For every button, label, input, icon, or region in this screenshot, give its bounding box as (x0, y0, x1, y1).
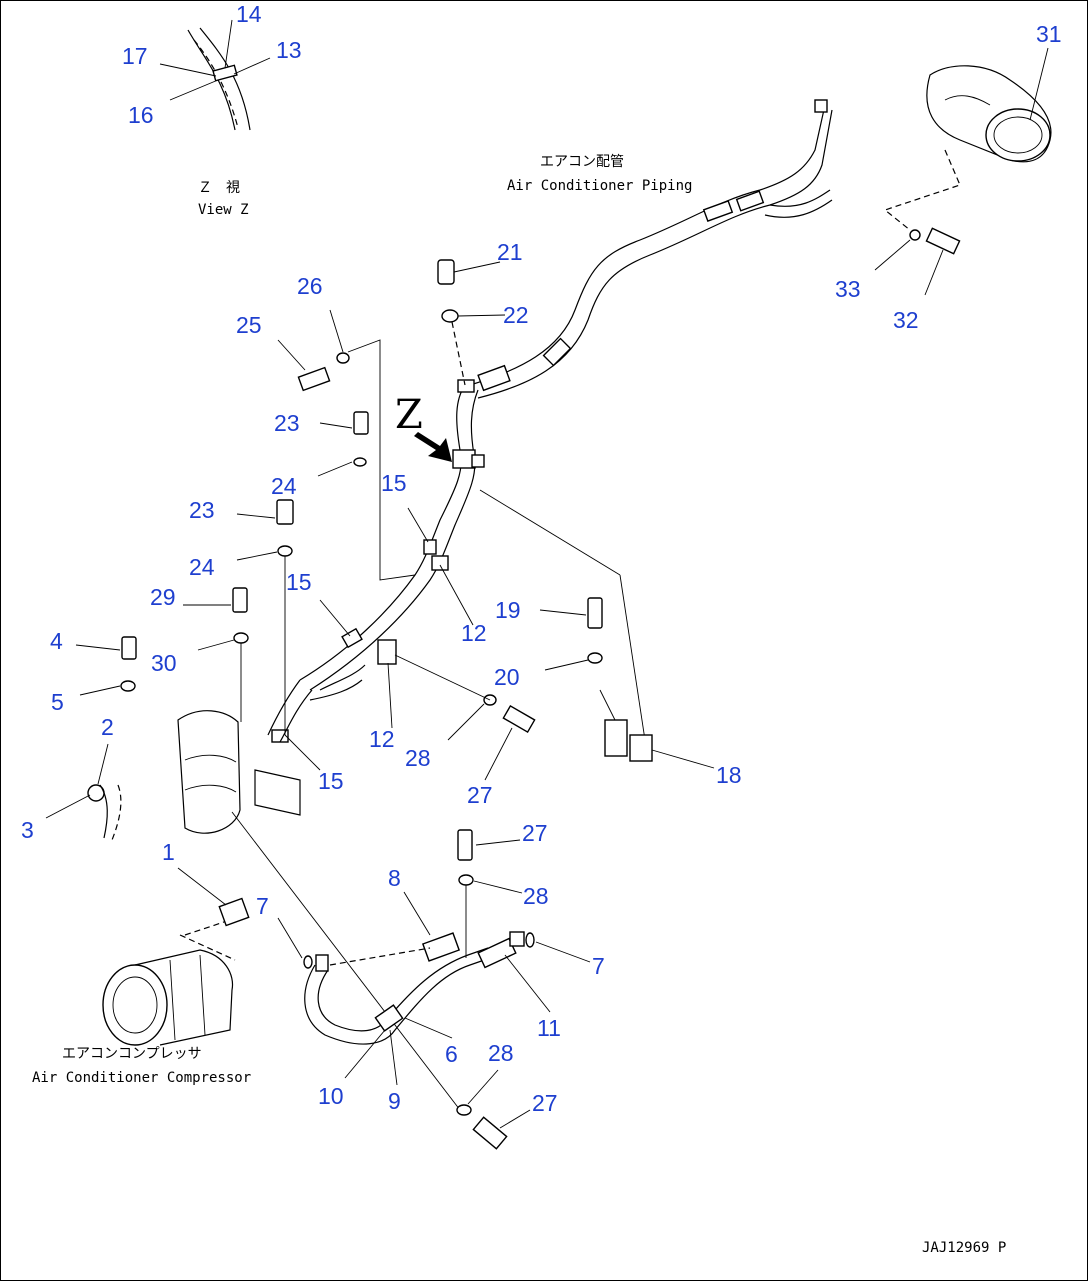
compressor-label-en: Air Conditioner Compressor (32, 1070, 251, 1086)
callout-number: 14 (236, 1, 262, 27)
callout-number: 10 (318, 1083, 344, 1109)
callout-number: 27 (467, 782, 493, 808)
callout-number: 11 (537, 1015, 561, 1041)
fasteners-middle (120, 259, 603, 735)
z-marker: Z (395, 392, 423, 438)
receiver-dryer (479, 489, 653, 762)
callout-number: 15 (318, 768, 344, 794)
callout-number: 23 (189, 497, 215, 523)
callout-number: 12 (369, 726, 395, 752)
callout-number: 13 (276, 37, 302, 63)
callout-number: 28 (488, 1040, 514, 1066)
ac-piping-assembly (267, 99, 833, 743)
view-z-arrow: Z (395, 392, 452, 462)
callout-number: 7 (592, 953, 605, 979)
lower-hose (218, 829, 535, 1150)
callout-number: 6 (445, 1041, 458, 1067)
callout-number: 28 (405, 745, 431, 771)
callout-number: 5 (51, 689, 64, 715)
air-duct (883, 65, 1052, 255)
callout-number: 27 (522, 820, 548, 846)
callout-number: 17 (122, 43, 148, 69)
callout-number: 28 (523, 883, 549, 909)
view-z-title-en: View Z (198, 202, 249, 218)
callout-number: 19 (495, 597, 521, 623)
callout-number: 32 (893, 307, 919, 333)
callout-number: 7 (256, 893, 269, 919)
compressor-label-ja: エアコンコンプレッサ (62, 1046, 202, 1062)
callout-number: 9 (388, 1088, 401, 1114)
piping-label-ja: エアコン配管 (540, 154, 624, 170)
piping-label-en: Air Conditioner Piping (507, 178, 692, 194)
drawing-code: JAJ12969 P (922, 1240, 1006, 1256)
callout-number: 30 (151, 650, 177, 676)
callout-number: 24 (271, 473, 297, 499)
callout-number: 3 (21, 817, 34, 843)
ac-compressor (102, 919, 236, 1046)
hose-clip (87, 784, 122, 841)
callout-number: 31 (1036, 21, 1062, 47)
callout-number: 12 (461, 620, 487, 646)
callout-number: 8 (388, 865, 401, 891)
callout-number: 27 (532, 1090, 558, 1116)
view-z-title-ja: Ｚ 視 (198, 180, 240, 196)
leader-lines (45, 47, 1049, 1129)
callout-number: 29 (150, 584, 176, 610)
callout-number: 15 (381, 470, 407, 496)
callout-number: 24 (189, 554, 215, 580)
callout-number: 33 (835, 276, 861, 302)
callout-number: 21 (497, 239, 523, 265)
callout-number: 18 (716, 762, 742, 788)
callout-number: 2 (101, 714, 114, 740)
condenser-block (177, 710, 461, 1111)
callout-number: 20 (494, 664, 520, 690)
callout-number: 23 (274, 410, 300, 436)
callout-number: 15 (286, 569, 312, 595)
callout-number: 26 (297, 273, 323, 299)
callout-number: 4 (50, 628, 63, 654)
callout-number: 25 (236, 312, 262, 338)
callout-number: 1 (162, 839, 175, 865)
view-z-detail (159, 19, 271, 131)
callout-number: 22 (503, 302, 529, 328)
callout-number: 16 (128, 102, 154, 128)
